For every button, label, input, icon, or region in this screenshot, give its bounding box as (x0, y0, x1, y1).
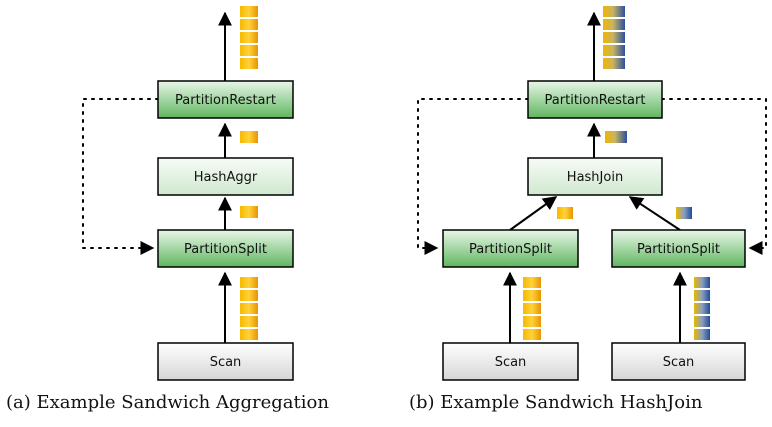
node-scan-a (157, 342, 294, 381)
node-label-scan-a: Scan (210, 355, 242, 370)
node-label-hashaggr-a: HashAggr (194, 170, 258, 185)
node-label-partition-restart-a: PartitionRestart (175, 93, 276, 108)
node-partition-split-a (157, 229, 294, 268)
node-partition-split-left-b (442, 229, 579, 268)
data-block-aggr-in-a (240, 206, 258, 218)
node-label-partition-split-a: PartitionSplit (184, 242, 267, 257)
node-partition-split-right-b (611, 229, 746, 268)
node-hashaggr-a (157, 157, 294, 196)
feedback-loop-right-b (661, 98, 767, 255)
data-block-join-right-in-b (676, 207, 692, 219)
node-scan-left-b (442, 342, 579, 381)
data-block-restart-in-b (605, 131, 627, 143)
data-blocks-output-b (603, 6, 625, 69)
feedback-loop-a (82, 98, 159, 255)
diagram-b: PartitionRestart HashJoin PartitionSplit… (417, 6, 767, 381)
data-blocks-scan-a (240, 277, 258, 340)
arrow-split-left-to-join-b (509, 196, 558, 231)
node-scan-right-b (611, 342, 746, 381)
caption-a: (a) Example Sandwich Aggregation (6, 392, 329, 413)
data-blocks-scan-right-b (694, 277, 710, 340)
node-partition-restart-a (157, 80, 294, 119)
caption-b: (b) Example Sandwich HashJoin (409, 392, 703, 413)
data-block-restart-in-a (240, 131, 258, 143)
data-blocks-scan-left-b (523, 277, 541, 340)
node-label-scan-right-b: Scan (663, 355, 695, 370)
data-block-join-left-in-b (557, 207, 573, 219)
node-label-partition-split-right-b: PartitionSplit (637, 242, 720, 257)
diagram-a: PartitionRestart HashAggr PartitionSplit… (82, 6, 294, 381)
node-label-partition-restart-b: PartitionRestart (545, 93, 646, 108)
arrow-split-right-to-join-b (628, 196, 681, 231)
node-label-scan-left-b: Scan (495, 355, 527, 370)
feedback-loop-left-b (417, 98, 529, 255)
node-hashjoin-b (527, 157, 663, 196)
data-blocks-output-a (240, 6, 258, 69)
node-label-partition-split-left-b: PartitionSplit (469, 242, 552, 257)
node-label-hashjoin-b: HashJoin (567, 170, 623, 185)
node-partition-restart-b (527, 80, 663, 119)
